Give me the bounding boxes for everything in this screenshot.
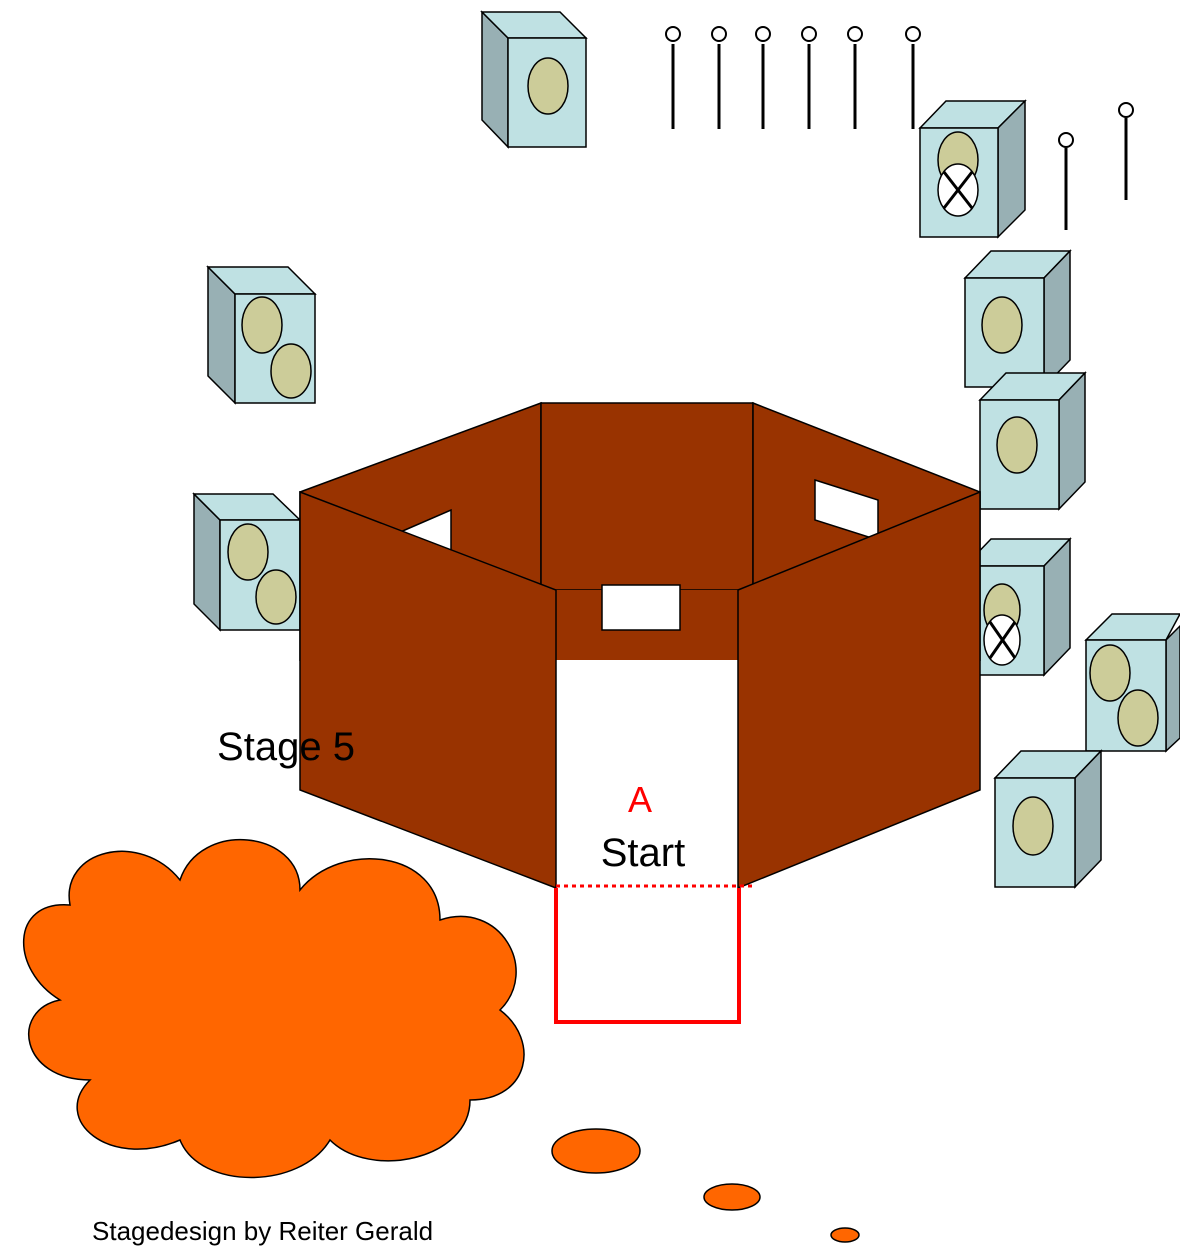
start-opening: [555, 660, 738, 888]
popper-4: [800, 25, 818, 131]
popper-6: [904, 25, 922, 131]
target-left-lower: [192, 492, 302, 632]
target-right-5: [993, 749, 1103, 889]
wall-front-right: [737, 490, 981, 890]
start-label: Start: [601, 831, 685, 875]
popper-5: [846, 25, 864, 131]
cloud-bubble-3: [830, 1227, 860, 1243]
cloud-bubble-2: [703, 1183, 761, 1211]
stage-title: Stage 5: [217, 725, 355, 769]
popper-8: [1118, 102, 1134, 200]
popper-7: [1058, 132, 1074, 230]
stage-cloud: [23, 838, 860, 1243]
start-box: [554, 884, 753, 1024]
target-top-center: [480, 10, 588, 149]
popper-1: [664, 25, 682, 131]
popper-2: [710, 25, 728, 131]
popper-3: [754, 25, 772, 131]
cloud-bubble-1: [551, 1128, 641, 1174]
port-center: [601, 584, 681, 631]
poppers: [664, 25, 1134, 230]
start-letter: A: [628, 779, 652, 820]
target-right-4: [1084, 613, 1180, 753]
target-right-1: [963, 249, 1072, 389]
wall-back-center: [540, 402, 754, 591]
target-left-upper: [206, 265, 317, 405]
target-right-2: [978, 371, 1087, 511]
target-top-right-noshoot: [918, 99, 1027, 239]
stage-credit: Stagedesign by Reiter Gerald: [92, 1216, 434, 1246]
